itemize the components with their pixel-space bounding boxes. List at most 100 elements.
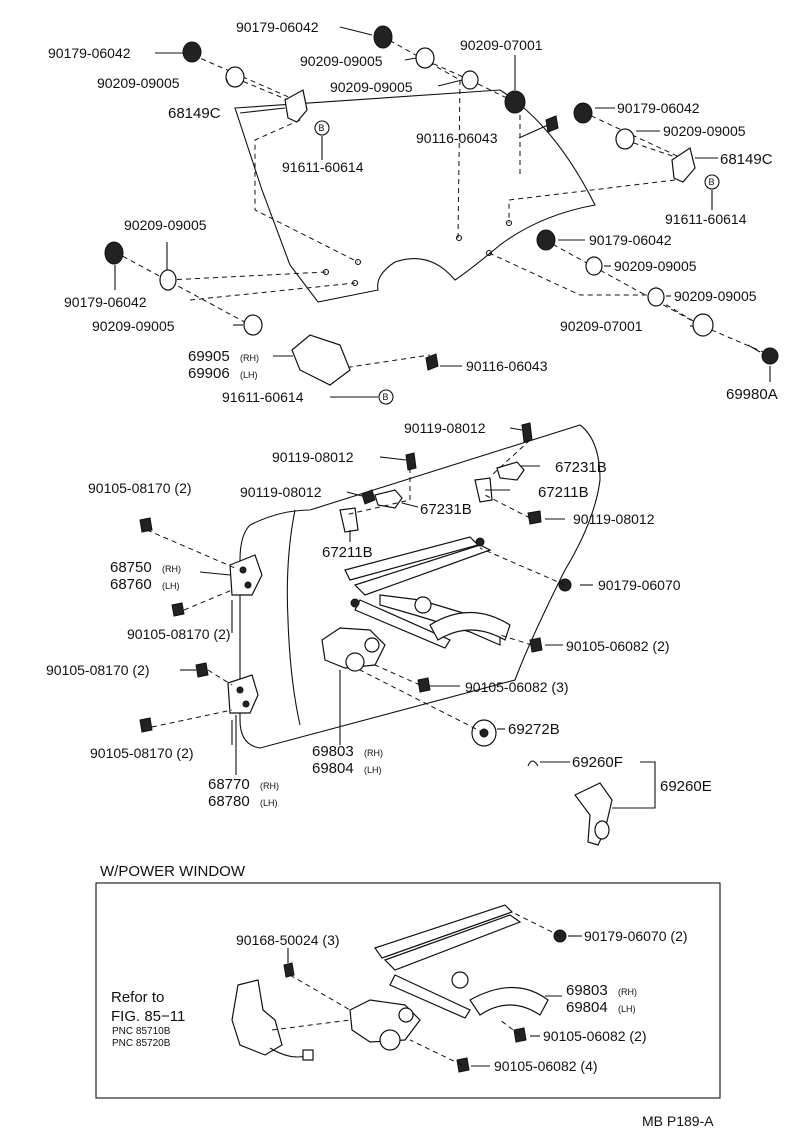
- label-90119-08012: 90119-08012: [573, 511, 655, 527]
- refer-line-1: Refor to: [111, 989, 164, 1006]
- bolt-icon: [529, 637, 543, 653]
- bolt-icon: [417, 677, 431, 693]
- door-glass: [234, 89, 596, 303]
- label-90168-50024: 90168-50024 (3): [236, 932, 340, 948]
- label-90105-06082: 90105-06082 (2): [543, 1028, 647, 1044]
- side-mark-rh: (RH): [260, 781, 279, 791]
- bracket-icon: [496, 461, 525, 481]
- bolt-icon: [456, 1057, 470, 1073]
- label-90179-06070: 90179-06070 (2): [584, 928, 688, 944]
- bracket-icon: [339, 507, 359, 533]
- glass-leaders: [114, 35, 771, 371]
- label-69260e: 69260E: [660, 778, 712, 795]
- side-mark-lh: (LH): [618, 1004, 636, 1014]
- refer-pnc-2: PNC 85720B: [112, 1038, 171, 1049]
- washer-icon: [373, 25, 393, 49]
- label-90116-06043: 90116-06043: [416, 130, 498, 146]
- middle-leaders: [146, 439, 566, 734]
- glass-bracket-icon: [291, 334, 351, 386]
- washer-icon: [504, 90, 526, 114]
- washer-icon: [615, 128, 635, 150]
- label-68780: 68780: [208, 793, 250, 810]
- label-90119-08012: 90119-08012: [240, 484, 322, 500]
- side-mark-lh: (LH): [240, 370, 258, 380]
- bolt-icon: [405, 452, 417, 471]
- label-69980a: 69980A: [726, 386, 778, 403]
- label-90209-09005: 90209-09005: [614, 258, 697, 274]
- label-90179-06042: 90179-06042: [48, 45, 131, 61]
- label-90119-08012: 90119-08012: [272, 449, 354, 465]
- bolt-marker: B: [319, 123, 325, 133]
- window-regulator-manual: [321, 536, 511, 672]
- label-90209-09005: 90209-09005: [663, 123, 746, 139]
- bolt-icon: [425, 353, 439, 371]
- door-hinges: [227, 554, 263, 714]
- washer-icon: [159, 269, 177, 291]
- part-labels: 90179-06042 90179-06042 90209-09005 9020…: [46, 19, 778, 1129]
- side-mark-rh: (RH): [240, 353, 259, 363]
- label-67211b: 67211B: [538, 484, 589, 501]
- side-mark-lh: (LH): [260, 798, 278, 808]
- washer-icon: [692, 313, 714, 337]
- pivot-icon: [414, 596, 432, 614]
- label-90179-06042: 90179-06042: [236, 19, 319, 35]
- hinge-upper-icon: [229, 554, 263, 596]
- bolt-icon: [195, 662, 209, 678]
- gear-icon: [379, 1029, 401, 1051]
- label-69803: 69803: [566, 982, 608, 999]
- bolt-markers: B B B: [314, 120, 720, 405]
- label-91611-60614: 91611-60614: [222, 389, 304, 405]
- bolt-icon: [521, 422, 533, 443]
- label-90209-09005: 90209-09005: [97, 75, 180, 91]
- bolt-icon: [761, 347, 779, 365]
- label-90105-08170: 90105-08170 (2): [90, 745, 194, 761]
- label-90179-06070: 90179-06070: [598, 577, 681, 593]
- pivot-icon: [451, 971, 469, 989]
- power-window-motor-icon: [231, 979, 283, 1056]
- washer-icon: [415, 47, 435, 69]
- label-90105-08170: 90105-08170 (2): [88, 480, 192, 496]
- bolt-icon: [361, 489, 376, 505]
- clips-top: [284, 89, 779, 386]
- side-mark-lh: (LH): [364, 765, 382, 775]
- label-90179-06042: 90179-06042: [589, 232, 672, 248]
- washer-icon: [461, 70, 479, 90]
- solid-leaders-top: [114, 26, 771, 398]
- label-90105-06082: 90105-06082 (2): [566, 638, 670, 654]
- label-68760: 68760: [110, 576, 152, 593]
- label-91611-60614: 91611-60614: [665, 211, 747, 227]
- label-91611-60614: 91611-60614: [282, 159, 364, 175]
- refer-pnc-1: PNC 85710B: [112, 1026, 171, 1037]
- label-69804: 69804: [566, 999, 608, 1016]
- washer-icon: [647, 287, 665, 307]
- washer-icon: [585, 256, 603, 276]
- bolt-icon: [139, 717, 153, 733]
- bolt-icon: [527, 510, 542, 525]
- washer-icon: [225, 66, 245, 88]
- washer-icon: [536, 229, 556, 251]
- section-title: W/POWER WINDOW: [100, 863, 246, 880]
- side-mark-lh: (LH): [162, 581, 180, 591]
- bolt-marker: B: [709, 177, 715, 187]
- power-window-section: [95, 882, 721, 1099]
- label-67231b: 67231B: [555, 459, 607, 476]
- label-68149c: 68149C: [720, 151, 773, 168]
- label-90209-09005: 90209-09005: [92, 318, 175, 334]
- label-90105-08170: 90105-08170 (2): [127, 626, 231, 642]
- label-68750: 68750: [110, 559, 152, 576]
- label-90105-08170: 90105-08170 (2): [46, 662, 150, 678]
- label-69804: 69804: [312, 760, 354, 777]
- side-mark-rh: (RH): [364, 748, 383, 758]
- label-90116-06043: 90116-06043: [466, 358, 548, 374]
- clip-icon: [527, 760, 539, 767]
- label-90179-06042: 90179-06042: [617, 100, 700, 116]
- label-90209-09005: 90209-09005: [124, 217, 207, 233]
- door-panel: [239, 424, 601, 749]
- washer-icon: [104, 241, 124, 265]
- label-90105-06082: 90105-06082 (3): [465, 679, 569, 695]
- bolt-icon: [283, 962, 295, 978]
- bolt-marker: B: [383, 392, 389, 402]
- washer-icon: [182, 41, 202, 63]
- label-69906: 69906: [188, 365, 230, 382]
